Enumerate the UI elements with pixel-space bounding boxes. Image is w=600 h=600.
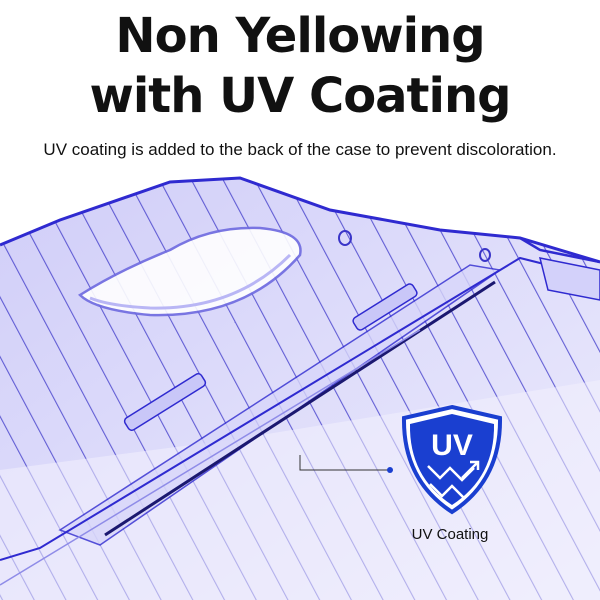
headline-line-1: Non Yellowing (115, 8, 485, 64)
camera-cutout (78, 226, 302, 317)
subtitle: UV coating is added to the back of the c… (43, 140, 557, 159)
uv-coating-label: UV Coating (411, 526, 489, 543)
headline-line-2: with UV Coating (89, 68, 512, 124)
case-edge (0, 176, 600, 264)
uv-shield-icon: UV (401, 404, 503, 515)
headline: Non Yellowing with UV Coating (0, 6, 600, 126)
callout-line (299, 455, 388, 471)
uv-badge-text: UV (431, 429, 473, 462)
